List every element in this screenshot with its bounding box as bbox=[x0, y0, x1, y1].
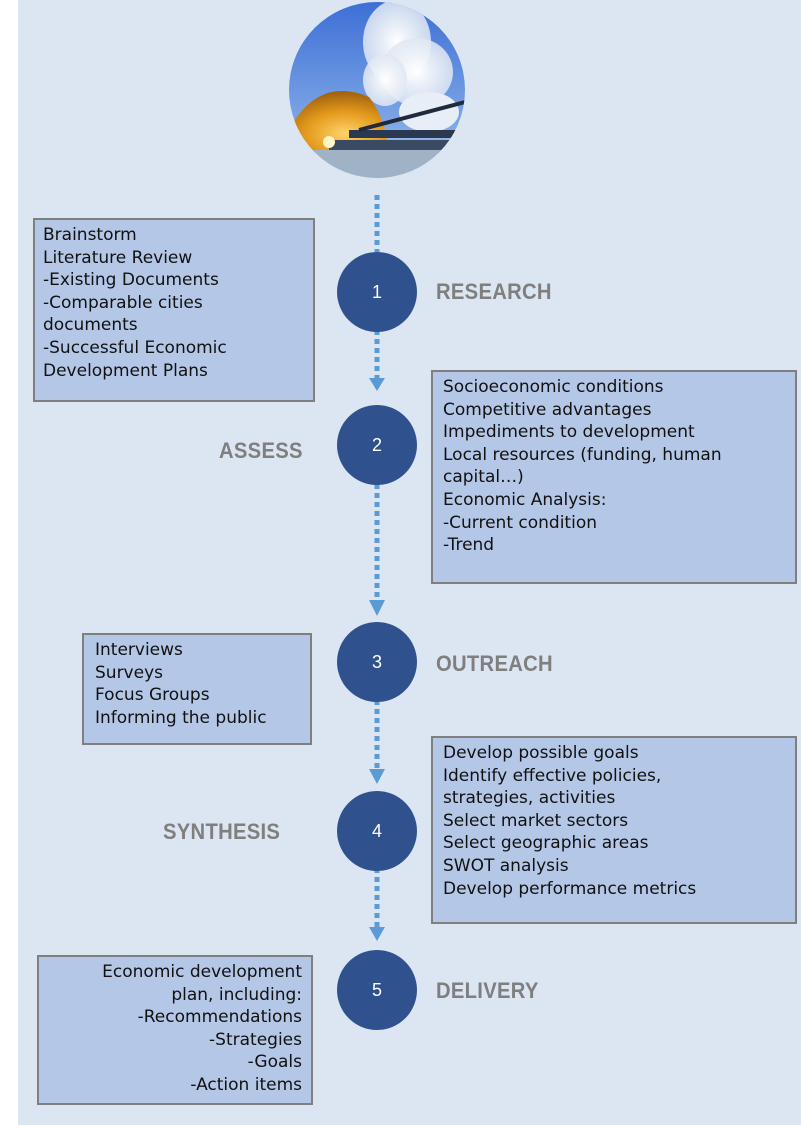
box-line: Economic development bbox=[102, 962, 302, 982]
synthesis-box: Develop possible goals Identify effectiv… bbox=[431, 736, 797, 924]
box-line: -Strategies bbox=[209, 1029, 302, 1050]
box-line: -Recommendations bbox=[137, 1007, 302, 1028]
connector-3-to-4 bbox=[369, 700, 385, 784]
box-line: Identify effective policies, bbox=[443, 765, 662, 786]
step-2-label: ASSESS bbox=[219, 438, 303, 463]
box-line: SWOT analysis bbox=[443, 855, 569, 876]
box-line: Surveys bbox=[95, 662, 163, 683]
step-5-label: DELIVERY bbox=[436, 978, 539, 1003]
box-line: Brainstorm bbox=[43, 225, 137, 245]
step-1-circle: 1 bbox=[337, 252, 417, 332]
box-line: -Existing Documents bbox=[43, 270, 219, 291]
box-line: Local resources (funding, human bbox=[443, 444, 722, 465]
box-line: plan, including: bbox=[171, 984, 302, 1005]
connector-1-to-2 bbox=[369, 330, 385, 391]
step-5-circle: 5 bbox=[337, 950, 417, 1030]
box-line: Development Plans bbox=[43, 360, 208, 381]
box-line: Focus Groups bbox=[95, 685, 210, 706]
box-line: Informing the public bbox=[95, 707, 267, 728]
box-line: -Comparable cities bbox=[43, 292, 203, 313]
industrial-plant-photo bbox=[289, 2, 465, 178]
flow-connectors bbox=[369, 195, 385, 941]
box-line: Economic Analysis: bbox=[443, 489, 607, 510]
box-line: -Action items bbox=[190, 1074, 302, 1095]
step-1-label: RESEARCH bbox=[436, 279, 552, 304]
box-line: Develop possible goals bbox=[443, 743, 639, 763]
step-4-circle: 4 bbox=[337, 791, 417, 871]
box-line: -Goals bbox=[247, 1052, 302, 1073]
outreach-box: Interviews Surveys Focus Groups Informin… bbox=[82, 633, 312, 745]
box-line: Socioeconomic conditions bbox=[443, 377, 664, 397]
research-box: Brainstorm Literature Review -Existing D… bbox=[33, 218, 315, 402]
box-line: Select geographic areas bbox=[443, 833, 649, 854]
box-line: -Trend bbox=[443, 535, 495, 556]
connector-2-to-3 bbox=[369, 475, 385, 616]
box-line: capital…) bbox=[443, 467, 524, 488]
connector-4-to-5 bbox=[369, 868, 385, 941]
step-2-circle: 2 bbox=[337, 405, 417, 485]
box-line: -Successful Economic bbox=[43, 337, 227, 358]
box-line: Competitive advantages bbox=[443, 399, 652, 420]
box-line: strategies, activities bbox=[443, 788, 616, 809]
box-line: Interviews bbox=[95, 640, 183, 660]
box-line: Develop performance metrics bbox=[443, 878, 697, 899]
box-line: documents bbox=[43, 315, 138, 336]
box-line: -Current condition bbox=[443, 512, 597, 533]
assess-box: Socioeconomic conditions Competitive adv… bbox=[431, 370, 797, 584]
delivery-box: Economic development plan, including: -R… bbox=[37, 955, 313, 1105]
box-line: Literature Review bbox=[43, 247, 193, 268]
step-4-label: SYNTHESIS bbox=[163, 819, 281, 844]
step-3-label: OUTREACH bbox=[436, 651, 553, 676]
step-3-circle: 3 bbox=[337, 622, 417, 702]
box-line: Impediments to development bbox=[443, 422, 695, 443]
box-line: Select market sectors bbox=[443, 810, 629, 831]
